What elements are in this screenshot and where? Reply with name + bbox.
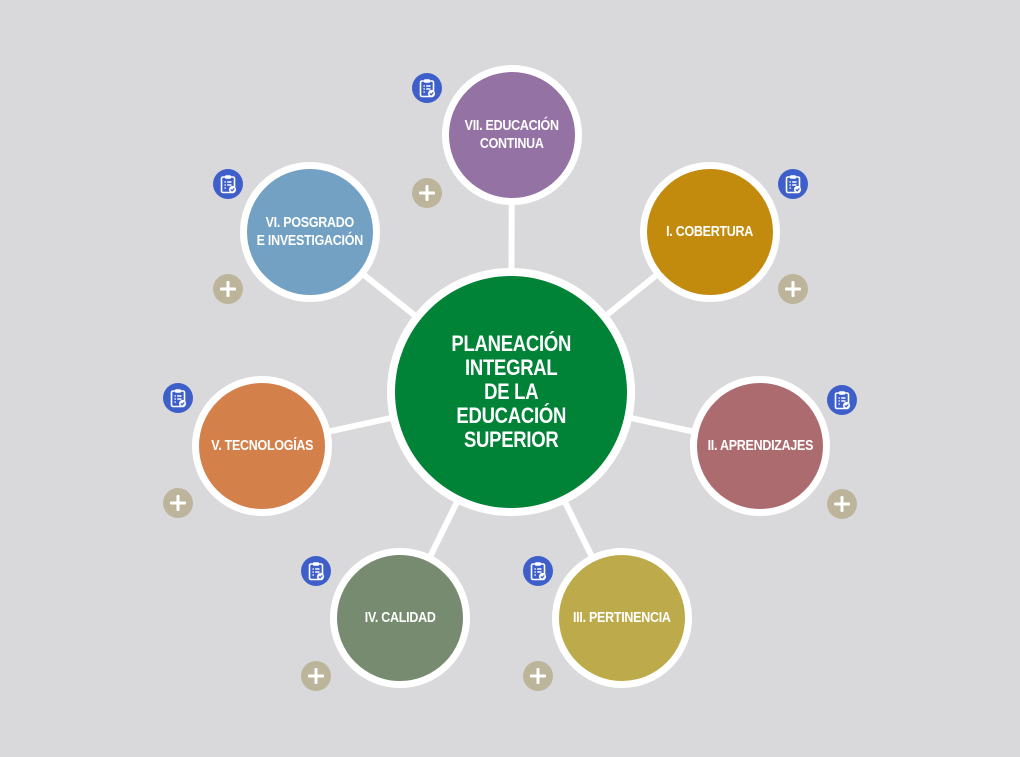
node-label: V. TECNOLOGÍAS xyxy=(211,438,313,454)
connector-posgrado xyxy=(359,270,419,320)
node-label: VII. EDUCACIÓN CONTINUA xyxy=(464,118,560,152)
clipboard-check-icon[interactable] xyxy=(163,383,193,413)
connector-aprendizajes xyxy=(627,414,697,435)
clipboard-check-icon[interactable] xyxy=(213,169,243,199)
node-aprendizajes[interactable]: II. APRENDIZAJES xyxy=(690,376,830,516)
plus-icon[interactable] xyxy=(412,178,442,208)
plus-icon[interactable] xyxy=(827,489,857,519)
center-node-label: PLANEACIÓN INTEGRAL DE LA EDUCACIÓN SUPE… xyxy=(451,331,571,452)
clipboard-check-icon[interactable] xyxy=(827,385,857,415)
clipboard-check-icon[interactable] xyxy=(301,556,331,586)
connector-pertinencia xyxy=(561,498,596,561)
node-cobertura[interactable]: I. COBERTURA xyxy=(640,162,780,302)
plus-icon[interactable] xyxy=(163,488,193,518)
connector-tecnologias xyxy=(325,414,395,435)
node-educacion-continua[interactable]: VII. EDUCACIÓN CONTINUA xyxy=(442,65,582,205)
node-label: VI. POSGRADO E INVESTIGACIÓN xyxy=(256,215,364,249)
connector-calidad xyxy=(426,498,461,561)
node-label: I. COBERTURA xyxy=(666,224,754,240)
plus-icon[interactable] xyxy=(523,661,553,691)
connector-cobertura xyxy=(602,271,661,320)
node-calidad[interactable]: IV. CALIDAD xyxy=(330,548,470,688)
clipboard-check-icon[interactable] xyxy=(778,169,808,199)
plus-icon[interactable] xyxy=(213,274,243,304)
center-node: PLANEACIÓN INTEGRAL DE LA EDUCACIÓN SUPE… xyxy=(387,268,635,516)
node-pertinencia[interactable]: III. PERTINENCIA xyxy=(552,548,692,688)
plus-icon[interactable] xyxy=(778,274,808,304)
node-posgrado[interactable]: VI. POSGRADO E INVESTIGACIÓN xyxy=(240,162,380,302)
node-label: II. APRENDIZAJES xyxy=(707,438,813,454)
node-label: III. PERTINENCIA xyxy=(573,610,671,626)
clipboard-check-icon[interactable] xyxy=(523,556,553,586)
plus-icon[interactable] xyxy=(301,661,331,691)
clipboard-check-icon[interactable] xyxy=(412,73,442,103)
node-tecnologias[interactable]: V. TECNOLOGÍAS xyxy=(192,376,332,516)
node-label: IV. CALIDAD xyxy=(364,610,436,626)
